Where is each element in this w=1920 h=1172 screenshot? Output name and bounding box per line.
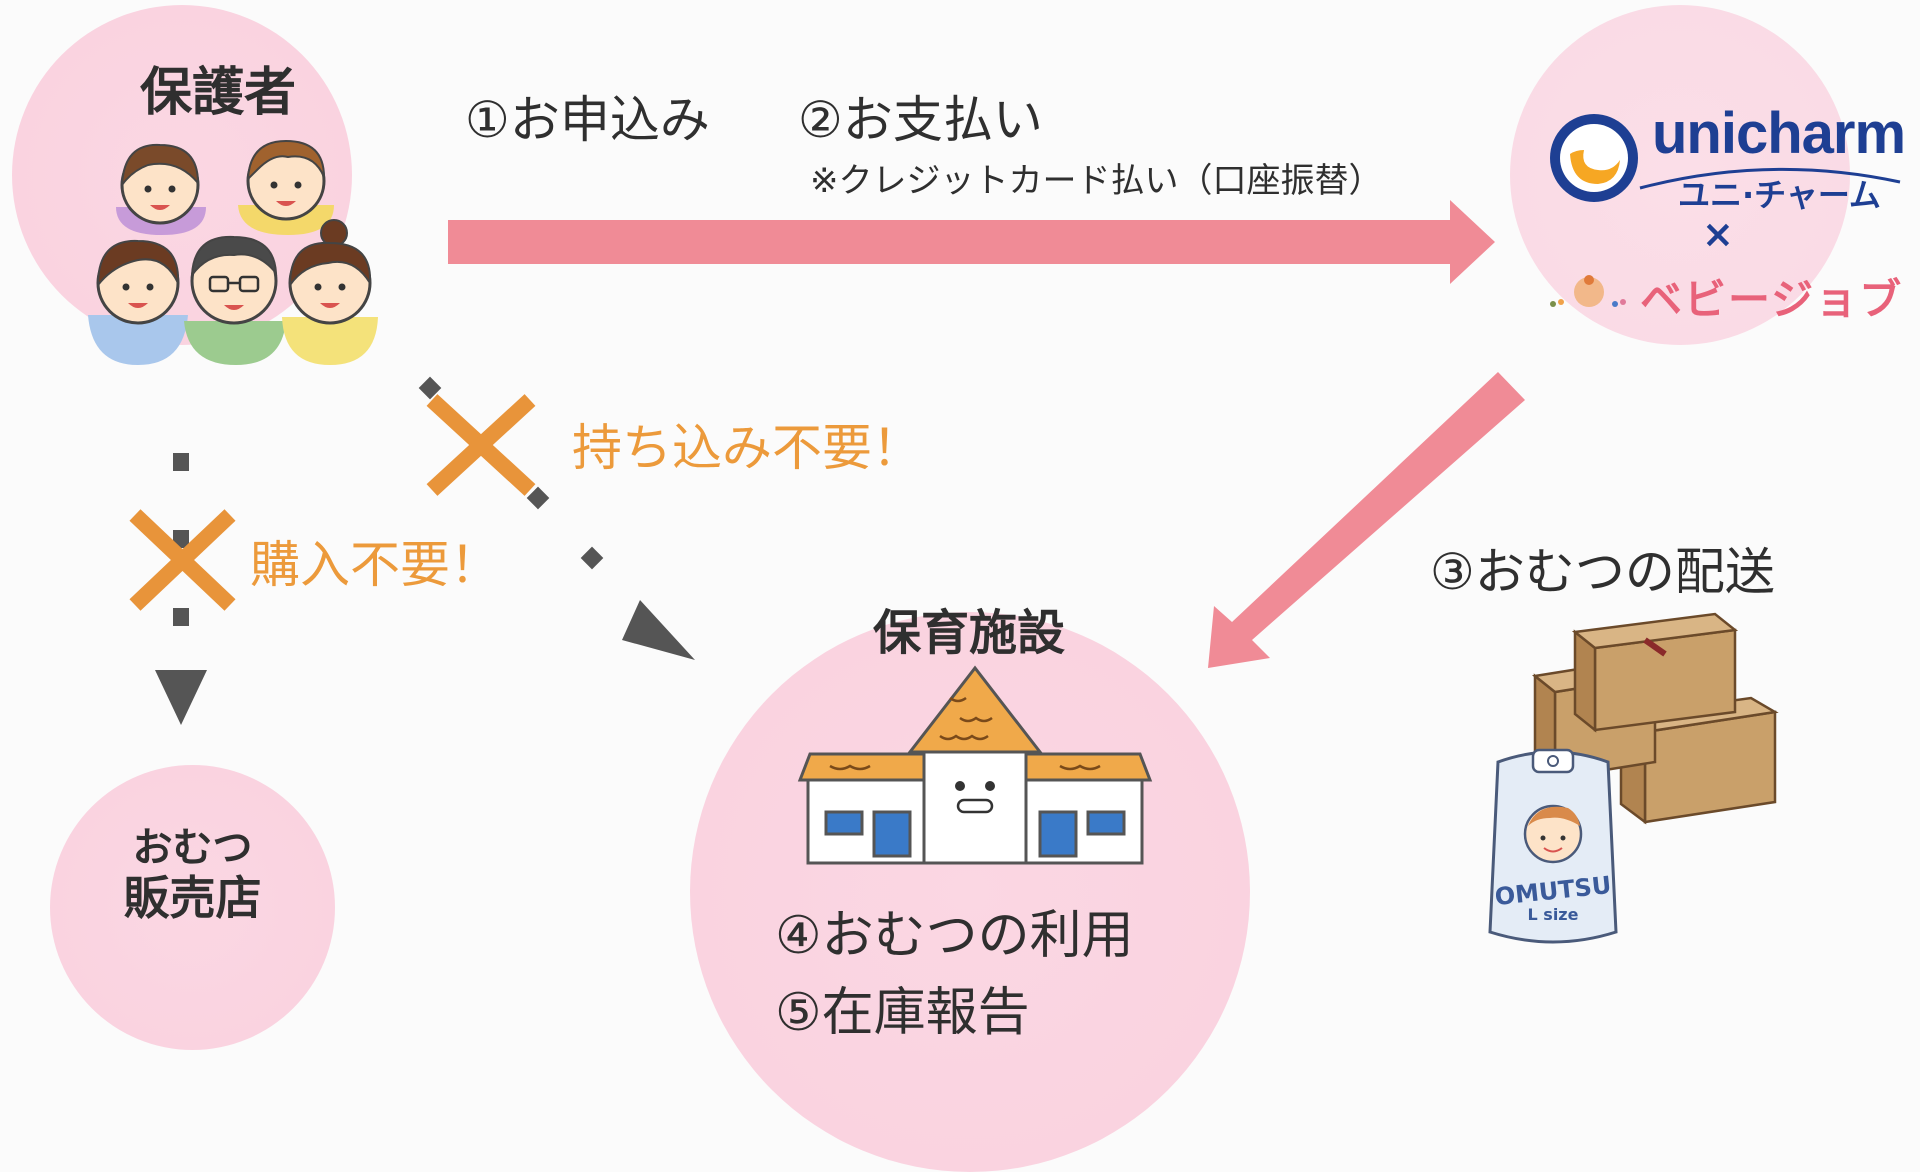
- step-use: ④おむつの利用: [775, 906, 1134, 966]
- carry-cross-icon: [426, 394, 536, 496]
- purchase-cross-icon: [129, 509, 236, 611]
- person-1: [116, 143, 206, 235]
- family-illustration: [88, 139, 378, 365]
- step-pay: ②お支払い: [798, 91, 1043, 149]
- diaper-size: L size: [1527, 905, 1579, 924]
- step-delivery: ③おむつの配送: [1430, 543, 1775, 601]
- person-2: [238, 139, 334, 235]
- unicharm-wordmark: unicharm: [1652, 101, 1906, 166]
- times-mark: ×: [1702, 212, 1734, 256]
- store-label-1: おむつ: [132, 825, 253, 871]
- store-label-2: 販売店: [123, 871, 262, 925]
- no-purchase-note: 購入不要！: [250, 536, 500, 594]
- unicharm-swoosh: [1639, 167, 1901, 190]
- delivery-arrow: [1208, 372, 1525, 668]
- unicharm-kana: ユニ·チャーム: [1678, 176, 1881, 214]
- step-report: ⑤在庫報告: [775, 983, 1030, 1043]
- step-apply: ①お申込み: [465, 91, 710, 149]
- purchase-path: [155, 453, 207, 725]
- store-circle: [50, 765, 335, 1050]
- guardians-title: 保護者: [140, 63, 297, 123]
- diaper-pack-illustration: [1488, 748, 1618, 944]
- facility-title: 保育施設: [873, 605, 1066, 661]
- person-3: [88, 239, 188, 365]
- unicharm-logo-icon: [1550, 114, 1638, 202]
- nursery-building-illustration: [797, 665, 1153, 865]
- person-4: [184, 235, 286, 365]
- person-5: [282, 219, 378, 365]
- babyjob-wordmark: ベビージョブ: [1640, 275, 1904, 324]
- no-carry-note: 持ち込み不要！: [572, 419, 922, 477]
- payment-note: ※クレジットカード払い（口座振替）: [810, 161, 1383, 201]
- babyjob-logo-icon: [1550, 275, 1626, 307]
